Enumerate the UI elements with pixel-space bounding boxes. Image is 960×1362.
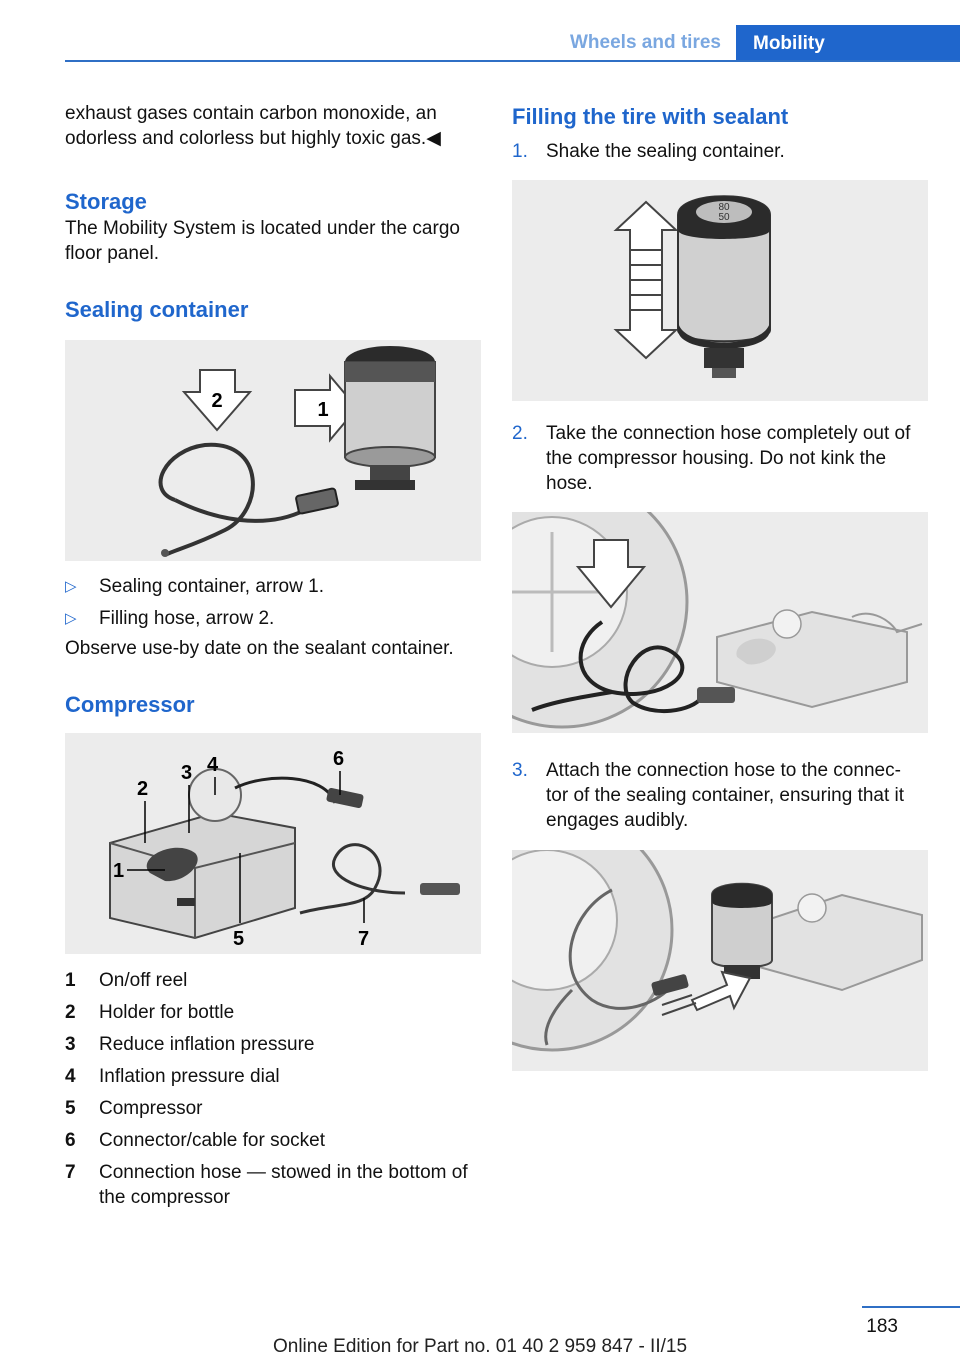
sealing-container-heading: Sealing container [65,297,249,322]
step-text: Take the connection hose completely out … [546,423,911,494]
bullet-triangle-icon: ▷ [65,610,77,627]
sealing-container-figure: 2 1 [65,340,481,561]
sealing-bullet-2: ▷ Filling hose, arrow 2. [65,606,481,631]
sealing-fig-label-1: 1 [317,399,328,421]
sealing-bullet-1: ▷ Sealing container, arrow 1. [65,574,481,599]
legend-item: 6 Connector/cable for socket [65,1128,481,1153]
sealing-fig-label-2: 2 [211,390,222,412]
legend-text: Holder for bottle [99,1002,235,1023]
compressor-fig-label-3: 3 [181,762,192,784]
compressor-fig-label-6: 6 [333,748,344,770]
bullet-triangle-icon: ▷ [65,578,77,595]
compressor-fig-label-5: 5 [233,928,244,950]
compressor-heading: Compressor [65,692,195,717]
compressor-figure: 2 3 4 6 1 5 7 [65,733,481,954]
header-tab-mobility: Mobility [736,25,960,62]
right-column: Filling the tire with sealant 1. Shake t… [512,98,928,1071]
sealing-note: Observe use-by date on the sealant conta… [65,638,454,659]
legend-number: 5 [65,1098,76,1119]
intro-paragraph: exhaust gases contain carbon monoxide, a… [65,103,441,149]
legend-number: 3 [65,1034,76,1055]
step-number: 2. [512,423,528,444]
cap-label-80: 80 [718,202,730,213]
step-1: 1. Shake the sealing container. [512,139,928,164]
footer-edition: Online Edition for Part no. 01 40 2 959 … [272,1336,688,1357]
legend-item: 2 Holder for bottle [65,1000,481,1025]
legend-text: Inflation pressure dial [99,1066,280,1087]
legend-text: Compressor [99,1098,203,1119]
step-text: Attach the connection hose to the connec… [546,760,905,831]
legend-text: Connection hose — stowed in the bottom o… [99,1162,468,1208]
legend-number: 6 [65,1130,76,1151]
legend-number: 4 [65,1066,76,1087]
attach-hose-figure [512,850,928,1071]
legend-number: 2 [65,1002,76,1023]
legend-text: On/off reel [99,970,188,991]
legend-item: 4 Inflation pressure dial [65,1064,481,1089]
step-2: 2. Take the connection hose completely o… [512,421,928,496]
compressor-fig-label-4: 4 [207,754,219,776]
connection-hose-figure [512,512,928,733]
legend-item: 1 On/off reel [65,968,481,993]
header-rule [65,60,960,62]
legend-number: 7 [65,1162,76,1183]
footer-rule [862,1306,960,1308]
step-number: 1. [512,141,528,162]
step-text: Shake the sealing container. [546,141,785,162]
compressor-fig-label-1: 1 [113,860,124,882]
compressor-legend: 1 On/off reel 2 Holder for bottle 3 Reduce … [65,968,481,1210]
legend-text: Connector/cable for socket [99,1130,326,1151]
legend-item: 3 Reduce inflation pressure [65,1032,481,1057]
step-3: 3. Attach the connection hose to the con… [512,758,928,833]
cap-label-50: 50 [718,212,730,223]
sealing-bullet-text-1: Sealing container, arrow 1. [99,576,324,597]
sealing-bullet-text-2: Filling hose, arrow 2. [99,608,275,629]
page-number: 183 [866,1316,898,1337]
storage-paragraph: The Mobility System is located under the… [65,218,460,264]
legend-text: Reduce inflation pressure [99,1034,315,1055]
legend-item: 5 Compressor [65,1096,481,1121]
compressor-fig-label-7: 7 [358,928,369,950]
legend-item: 7 Connection hose — stowed in the bottom … [65,1160,481,1210]
storage-heading: Storage [65,189,147,214]
shake-container-figure: 80 50 [512,180,928,401]
step-number: 3. [512,760,528,781]
filling-heading: Filling the tire with sealant [512,104,789,129]
left-column: exhaust gases contain carbon monoxide, a… [65,98,481,1217]
header-tab-wheels-and-tires: Wheels and tires [570,32,721,53]
compressor-fig-label-2: 2 [137,778,148,800]
legend-number: 1 [65,970,76,991]
